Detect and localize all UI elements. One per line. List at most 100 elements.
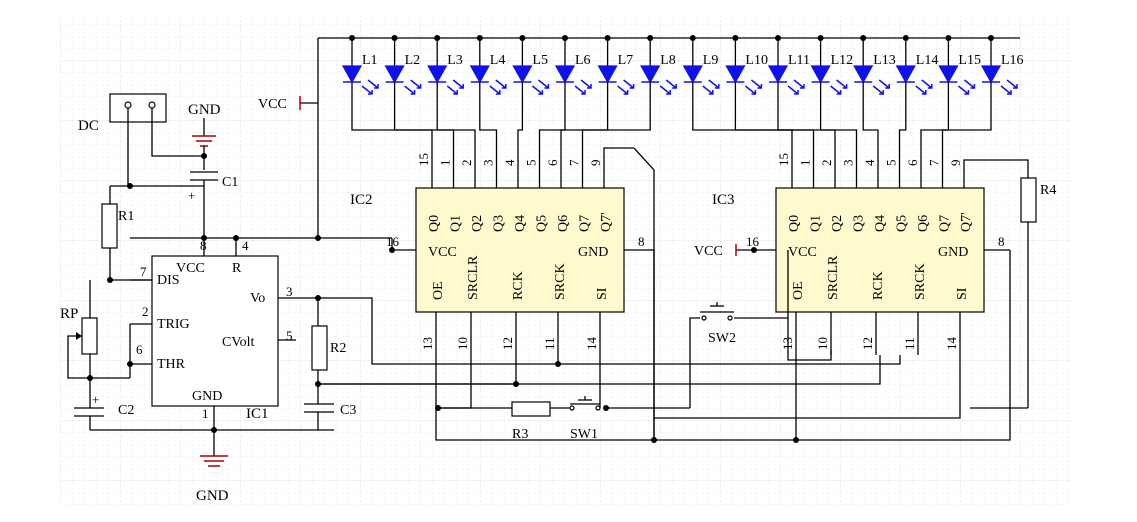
led-arrow <box>367 79 379 89</box>
junction-dot <box>107 277 113 283</box>
dc-neg-wire <box>151 108 204 157</box>
led-label-16: L16 <box>1001 53 1024 68</box>
ic2-top-pin-number: 7 <box>567 159 582 166</box>
r4-body <box>1020 177 1037 223</box>
ic2-output-label: Q7 <box>578 215 593 232</box>
led-to-chip-wire <box>734 82 815 165</box>
ic2-output-label: Q4 <box>513 215 528 232</box>
led-to-chip-wire <box>941 82 992 165</box>
ic1-pin1: 1 <box>202 406 209 421</box>
led-light-arrows <box>957 79 976 95</box>
led-label-15: L15 <box>958 53 981 68</box>
ic1-trig-label: TRIG <box>157 317 190 332</box>
ic1-vcc-label: VCC <box>176 261 205 276</box>
led-triangle <box>938 65 959 84</box>
led-triangle <box>341 65 363 84</box>
ic3-si-wire <box>654 355 961 419</box>
led-light-arrows <box>830 79 848 95</box>
led-arrow <box>830 85 842 95</box>
sw1-terminal <box>569 405 575 411</box>
ic3-bottom-pin-number: 12 <box>860 337 875 350</box>
led-label-1: L1 <box>362 53 378 68</box>
led-arrow <box>915 85 927 95</box>
led-arrow <box>537 79 550 89</box>
led-triangle <box>682 65 703 84</box>
ic3-srclr-wire <box>787 318 832 361</box>
led-triangle <box>554 65 576 84</box>
led-arrow <box>1006 79 1018 89</box>
led-arrow <box>665 79 677 89</box>
ic3-output-label: Q4 <box>873 215 888 232</box>
led-arrow <box>452 79 464 89</box>
ic2-top-pin-number: 5 <box>524 160 539 167</box>
led-arrow <box>659 85 671 95</box>
ic2-output-label: Q0 <box>427 215 442 232</box>
ic2-top-pin-number: 1 <box>438 160 453 167</box>
dc-pin <box>148 101 156 109</box>
led-triangle <box>469 65 490 84</box>
gnd-top-label: GND <box>188 102 221 118</box>
ic2-output-label: Q1 <box>449 215 464 232</box>
led-label-4: L4 <box>490 53 506 68</box>
r2-body <box>311 325 328 371</box>
led-label-2: L2 <box>405 53 421 68</box>
ic3-top-pin-number: 2 <box>819 160 834 167</box>
led-to-chip-wire <box>351 82 433 165</box>
led-arrow <box>489 85 501 95</box>
junction-dot <box>793 437 799 443</box>
ic1-pin2: 2 <box>142 304 149 319</box>
led-arrow <box>1000 85 1012 95</box>
ic3-top-pin-number: 1 <box>798 160 813 167</box>
ic3-output-label: Q7' <box>959 212 974 232</box>
led-to-chip-wire <box>862 82 879 165</box>
ic3-q7prime-wire <box>963 159 1029 178</box>
led-label-9: L9 <box>703 53 719 68</box>
ic1-body <box>151 255 279 407</box>
ic2-top-pin-number: 6 <box>545 159 560 166</box>
led-triangle <box>512 65 533 84</box>
led-to-chip-wire <box>479 82 498 165</box>
r3-body <box>511 401 551 417</box>
ic2-vcc-label: VCC <box>428 245 457 260</box>
led-light-arrows <box>361 79 379 95</box>
ic1-pin8: 8 <box>200 238 207 253</box>
led-light-arrows <box>659 79 677 95</box>
led-to-chip-wire <box>436 82 476 165</box>
ic3-output-label: Q0 <box>787 215 802 232</box>
led-light-arrows <box>1000 79 1018 95</box>
rp-body <box>81 317 98 355</box>
ic2-output-label: Q5 <box>535 215 550 232</box>
ic3-bottom-label: OE <box>791 281 806 300</box>
led-label-3: L3 <box>447 53 463 68</box>
ic2-top-pin-number: 15 <box>416 153 431 166</box>
ic2-top-pin-number: 3 <box>481 160 496 167</box>
c3-label: C3 <box>340 403 356 418</box>
oe-gnd-rail <box>435 250 1011 441</box>
junction-dot <box>555 361 561 367</box>
vcc-main-text: VCC <box>258 97 287 112</box>
led-arrow <box>921 79 933 89</box>
led-label-10: L10 <box>745 53 768 68</box>
ic2-bottom-pin-number: 12 <box>500 337 515 350</box>
junction-dot <box>751 247 757 253</box>
junction-dot <box>389 247 395 253</box>
led-label-8: L8 <box>660 53 676 68</box>
ic2-gnd-label: GND <box>578 245 608 260</box>
ic3-top-pin-number: 7 <box>927 159 942 166</box>
r4-label: R4 <box>1040 183 1056 198</box>
led-arrow <box>446 85 458 95</box>
led-light-arrows <box>404 79 422 95</box>
sw2-label: SW2 <box>708 331 736 346</box>
led-light-arrows <box>446 79 464 95</box>
led-triangle <box>725 65 746 84</box>
led-label-7: L7 <box>618 53 634 68</box>
ic1-pin6: 6 <box>136 342 143 357</box>
junction-dot <box>233 235 239 241</box>
ic2-label: IC2 <box>350 192 373 208</box>
c2-plus: + <box>92 392 99 407</box>
r3-label: R3 <box>512 427 528 442</box>
led-label-11: L11 <box>788 53 810 68</box>
rp-label: RP <box>60 306 78 322</box>
led-light-arrows <box>617 79 635 95</box>
